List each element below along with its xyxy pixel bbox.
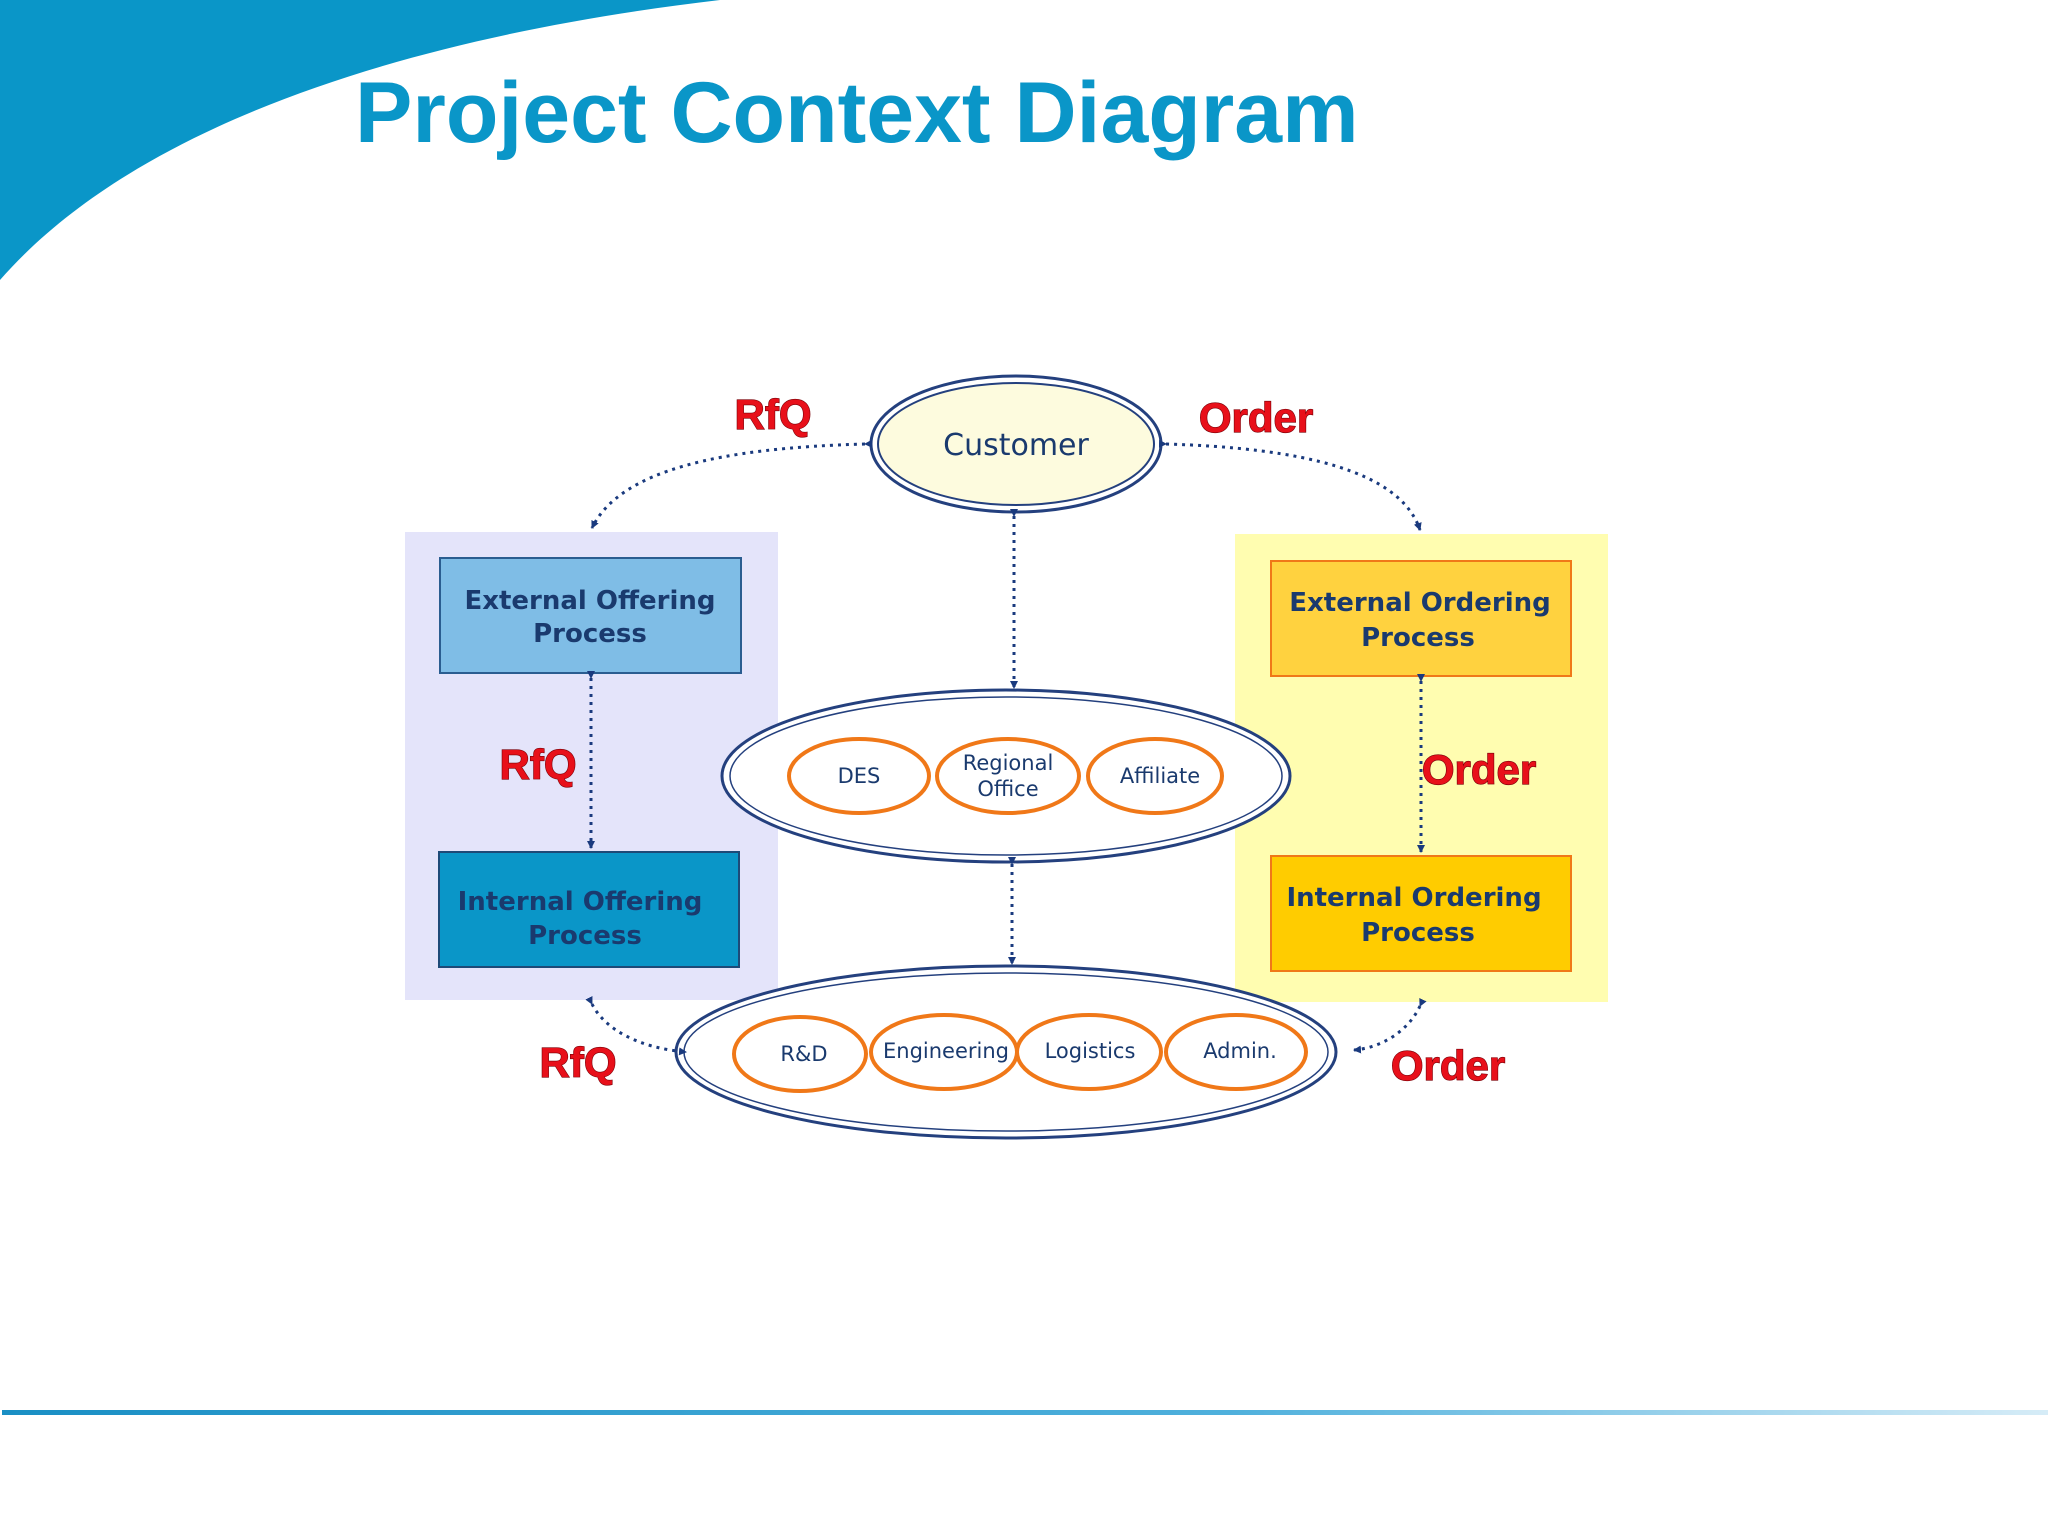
middle-item-affiliate: Affiliate <box>1086 737 1224 815</box>
middle-item-des: DES <box>787 737 931 815</box>
bottom-item-engineering-label: Engineering <box>883 1039 1009 1063</box>
external-ordering-label-1: External Ordering <box>1289 588 1550 618</box>
flow-label-rfq-bottom: RfQ <box>540 1039 617 1086</box>
middle-item-regional-office: Regional Office <box>935 737 1081 815</box>
internal-ordering-box: Internal Ordering Process <box>1270 855 1572 972</box>
internal-offering-box: Internal Offering Process <box>438 851 740 968</box>
bottom-group: R&D Engineering Logistics Admin. <box>674 964 1338 1140</box>
external-ordering-box: External Ordering Process <box>1270 560 1572 677</box>
flow-label-order-top: Order <box>1199 394 1313 441</box>
middle-item-des-label: DES <box>838 764 881 788</box>
connector-ordering-bottom <box>1353 997 1427 1054</box>
flow-label-rfq-middle: RfQ <box>500 741 577 788</box>
internal-offering-label-2: Process <box>528 921 642 951</box>
footer-line <box>2 1410 2048 1415</box>
bottom-item-rnd: R&D <box>732 1015 868 1093</box>
bottom-item-logistics: Logistics <box>1015 1013 1163 1091</box>
middle-item-regional-label-2: Office <box>977 777 1038 801</box>
bottom-item-admin: Admin. <box>1164 1013 1308 1091</box>
middle-item-affiliate-label: Affiliate <box>1120 764 1200 788</box>
connector-offering-bottom <box>585 995 687 1056</box>
bottom-item-admin-label: Admin. <box>1203 1039 1277 1063</box>
external-offering-label-1: External Offering <box>464 586 715 616</box>
flow-label-rfq-top: RfQ <box>735 391 812 438</box>
middle-group: DES Regional Office Affiliate <box>720 688 1292 864</box>
connector-customer-external-offering <box>590 439 873 529</box>
page-title: Project Context Diagram <box>355 65 1359 161</box>
internal-offering-label-1: Internal Offering <box>458 887 703 917</box>
bottom-item-rnd-label: R&D <box>780 1042 827 1066</box>
bottom-item-engineering: Engineering <box>869 1013 1019 1091</box>
flow-label-order-bottom: Order <box>1391 1042 1505 1089</box>
connector-customer-external-ordering <box>1158 439 1422 531</box>
bottom-item-logistics-label: Logistics <box>1045 1039 1136 1063</box>
external-ordering-label-2: Process <box>1361 623 1475 653</box>
customer-node: Customer <box>869 374 1163 514</box>
external-offering-box: External Offering Process <box>439 557 742 674</box>
internal-ordering-label-1: Internal Ordering <box>1286 883 1541 913</box>
customer-label: Customer <box>943 428 1089 463</box>
header-swoosh <box>0 0 720 280</box>
internal-ordering-label-2: Process <box>1361 918 1475 948</box>
middle-item-regional-label-1: Regional <box>963 751 1054 775</box>
external-offering-label-2: Process <box>533 619 647 649</box>
flow-label-order-middle: Order <box>1422 746 1536 793</box>
